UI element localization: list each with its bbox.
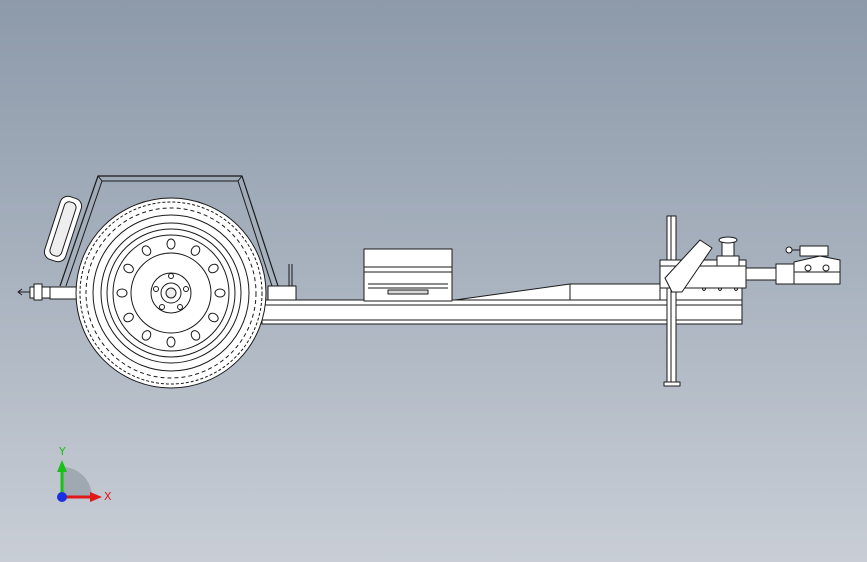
main-frame-rail bbox=[261, 285, 743, 325]
vent-hole bbox=[166, 238, 176, 250]
vent-hole bbox=[208, 263, 219, 274]
vent-hole bbox=[141, 245, 152, 256]
wheel-and-tire bbox=[75, 197, 267, 389]
fender bbox=[59, 175, 293, 287]
vent-hole bbox=[208, 312, 219, 323]
tail-light bbox=[43, 195, 83, 263]
rim-vent-holes bbox=[116, 238, 226, 348]
vent-hole bbox=[123, 312, 134, 323]
toolbox bbox=[363, 248, 453, 302]
rear-crossmember bbox=[17, 283, 83, 301]
vent-hole bbox=[141, 330, 152, 341]
vent-hole bbox=[123, 263, 134, 274]
hitch-coupler bbox=[745, 245, 841, 285]
vent-hole bbox=[190, 245, 201, 256]
y-axis-label: Y bbox=[58, 445, 66, 458]
axis-triad: Y X bbox=[57, 445, 112, 503]
vent-hole bbox=[116, 288, 128, 298]
vent-hole bbox=[214, 288, 226, 298]
x-axis-label: X bbox=[104, 490, 112, 503]
vent-hole bbox=[166, 336, 176, 348]
vent-hole bbox=[190, 330, 201, 341]
tongue-jack bbox=[659, 215, 747, 387]
